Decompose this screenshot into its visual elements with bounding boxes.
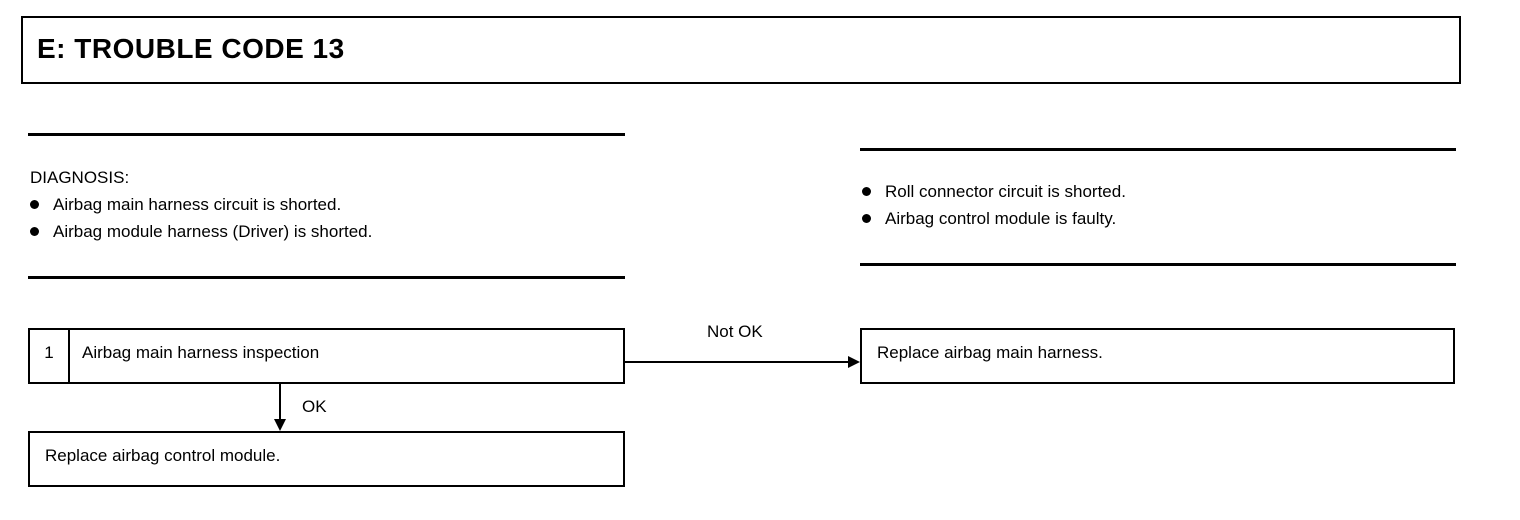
ok-action-box: Replace airbag control module.	[28, 431, 625, 487]
diagnosis-left-item: Airbag main harness circuit is shorted.	[30, 191, 372, 218]
diagnosis-right-item: Airbag control module is faulty.	[862, 205, 1126, 232]
ok-arrowhead-icon	[274, 419, 286, 431]
diagnosis-left-bottom-rule	[28, 276, 625, 279]
diagnosis-left: DIAGNOSIS: Airbag main harness circuit i…	[30, 164, 372, 245]
diagnosis-right: Roll connector circuit is shorted. Airba…	[862, 178, 1126, 232]
page-title: E: TROUBLE CODE 13	[37, 33, 345, 64]
diagnosis-right-bottom-rule	[860, 263, 1456, 266]
diagnosis-heading: DIAGNOSIS:	[30, 168, 130, 187]
not-ok-action-box: Replace airbag main harness.	[860, 328, 1455, 384]
bullet-icon	[30, 200, 39, 209]
bullet-icon	[30, 227, 39, 236]
diagnosis-left-item-text: Airbag main harness circuit is shorted.	[53, 195, 342, 214]
bullet-icon	[862, 187, 871, 196]
diagnosis-left-item: Airbag module harness (Driver) is shorte…	[30, 218, 372, 245]
not-ok-action-text: Replace airbag main harness.	[877, 343, 1103, 362]
step-label: Airbag main harness inspection	[82, 343, 320, 362]
diagnosis-left-item-text: Airbag module harness (Driver) is shorte…	[53, 222, 373, 241]
diagnosis-left-top-rule	[28, 133, 625, 136]
ok-label: OK	[302, 397, 327, 416]
not-ok-label: Not OK	[707, 322, 763, 341]
diagnosis-right-item-text: Airbag control module is faulty.	[885, 209, 1117, 228]
step-number: 1	[30, 330, 70, 382]
ok-action-text: Replace airbag control module.	[45, 446, 281, 465]
step-1-box: 1 Airbag main harness inspection	[28, 328, 625, 384]
not-ok-arrowhead-icon	[848, 356, 860, 368]
diagnosis-right-top-rule	[860, 148, 1456, 151]
diagnosis-right-item-text: Roll connector circuit is shorted.	[885, 182, 1126, 201]
title-box: E: TROUBLE CODE 13	[21, 16, 1461, 84]
diagnosis-right-item: Roll connector circuit is shorted.	[862, 178, 1126, 205]
bullet-icon	[862, 214, 871, 223]
